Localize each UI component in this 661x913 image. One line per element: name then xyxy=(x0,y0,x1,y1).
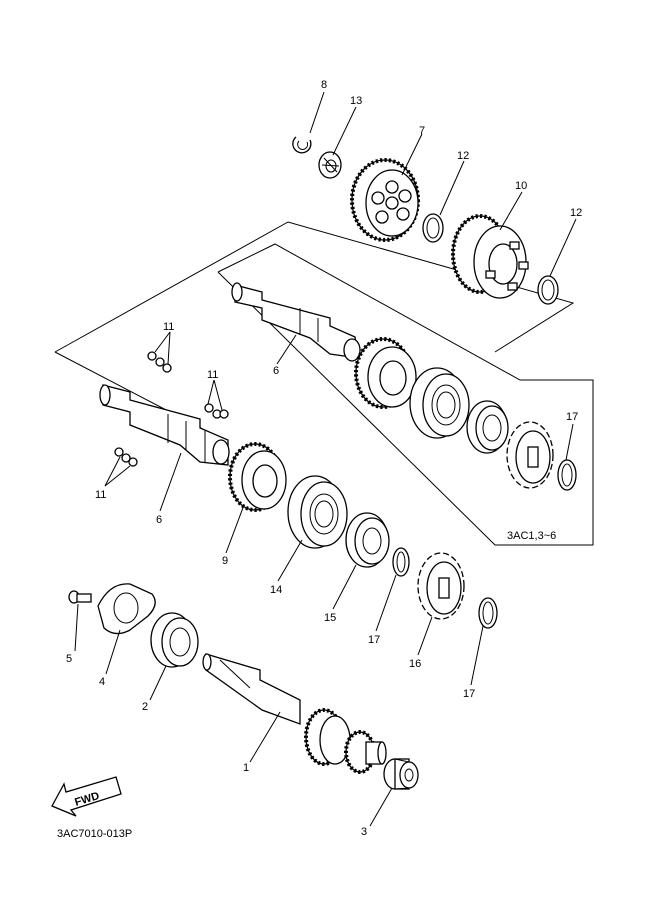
callout-part-17-c: 17 xyxy=(463,688,475,700)
callout-part-2: 2 xyxy=(142,701,148,713)
callout-part-6-lower: 6 xyxy=(156,514,162,526)
callout-part-17-b: 17 xyxy=(368,634,380,646)
ball-markers-part-11 xyxy=(114,351,229,467)
leader-lines xyxy=(74,91,577,827)
gear-upper-variant xyxy=(354,337,417,409)
callout-part-11-c: 11 xyxy=(95,489,106,501)
gear-part-10 xyxy=(451,214,529,299)
washer-part-12-b xyxy=(537,275,559,305)
circlip-part-17-low-inner xyxy=(482,601,494,625)
callout-part-5: 5 xyxy=(66,653,72,665)
bearing-part-14 xyxy=(287,475,348,549)
oil-seal-upper-variant xyxy=(466,400,509,454)
circlip-part-8 xyxy=(292,136,312,154)
gear-part-9 xyxy=(228,442,287,512)
fwd-arrow-icon: FWD xyxy=(51,776,122,817)
bolt-part-5 xyxy=(68,590,92,604)
lock-washer-part-13 xyxy=(318,151,342,179)
circlip-part-17-upper-inner xyxy=(561,463,573,487)
drawing-code: 3AC7010-013P xyxy=(57,828,132,840)
circlip-part-17-low xyxy=(478,597,498,629)
variant-box-label: 3AC1,3~6 xyxy=(507,530,556,542)
bearing-retainer-plate-part-4 xyxy=(97,583,156,635)
callout-part-1: 1 xyxy=(243,762,249,774)
callout-part-14: 14 xyxy=(270,584,282,596)
callout-part-12-a: 12 xyxy=(457,150,469,162)
circlip-part-17-upper xyxy=(557,459,577,491)
washer-part-12-a xyxy=(422,213,444,243)
sprocket-upper-variant xyxy=(506,421,554,489)
callout-part-6-upper: 6 xyxy=(273,365,279,377)
callout-part-10: 10 xyxy=(515,180,527,192)
callout-part-7: 7 xyxy=(419,125,425,137)
variant-frame-inner xyxy=(217,243,594,546)
shaft-part-1 xyxy=(202,653,301,725)
callout-part-4: 4 xyxy=(99,676,105,688)
callout-part-3: 3 xyxy=(361,826,367,838)
collar-part-3 xyxy=(383,758,419,790)
callout-part-11-a: 11 xyxy=(163,321,174,333)
shaft-part-6-upper xyxy=(231,282,361,362)
sprocket-part-16 xyxy=(417,552,465,620)
washer-part-12-b-inner xyxy=(541,279,555,301)
callout-labels: 8 13 7 12 10 12 11 11 11 6 6 9 14 15 17 … xyxy=(66,79,582,838)
callout-part-17-a: 17 xyxy=(566,411,578,423)
gear-part-7 xyxy=(350,158,420,242)
oil-seal-part-15 xyxy=(345,512,390,568)
shaft-part-1-gear-small xyxy=(344,730,387,774)
callout-part-13: 13 xyxy=(350,95,362,107)
bearing-part-2 xyxy=(150,612,199,668)
callout-part-8: 8 xyxy=(321,79,327,91)
shaft-part-6-lower xyxy=(99,384,230,466)
callout-part-15: 15 xyxy=(324,612,336,624)
callout-part-11-b: 11 xyxy=(207,369,218,381)
washer-part-12-a-inner xyxy=(426,217,440,239)
circlip-part-17-mid-inner xyxy=(396,551,406,573)
callout-part-16: 16 xyxy=(409,658,421,670)
callout-part-12-b: 12 xyxy=(570,207,582,219)
bearing-upper-variant xyxy=(409,367,470,439)
shaft-part-1-gear-large xyxy=(304,708,351,766)
callout-part-9: 9 xyxy=(222,555,228,567)
variant-frame-outer xyxy=(54,221,575,353)
circlip-part-17-mid xyxy=(392,547,410,577)
